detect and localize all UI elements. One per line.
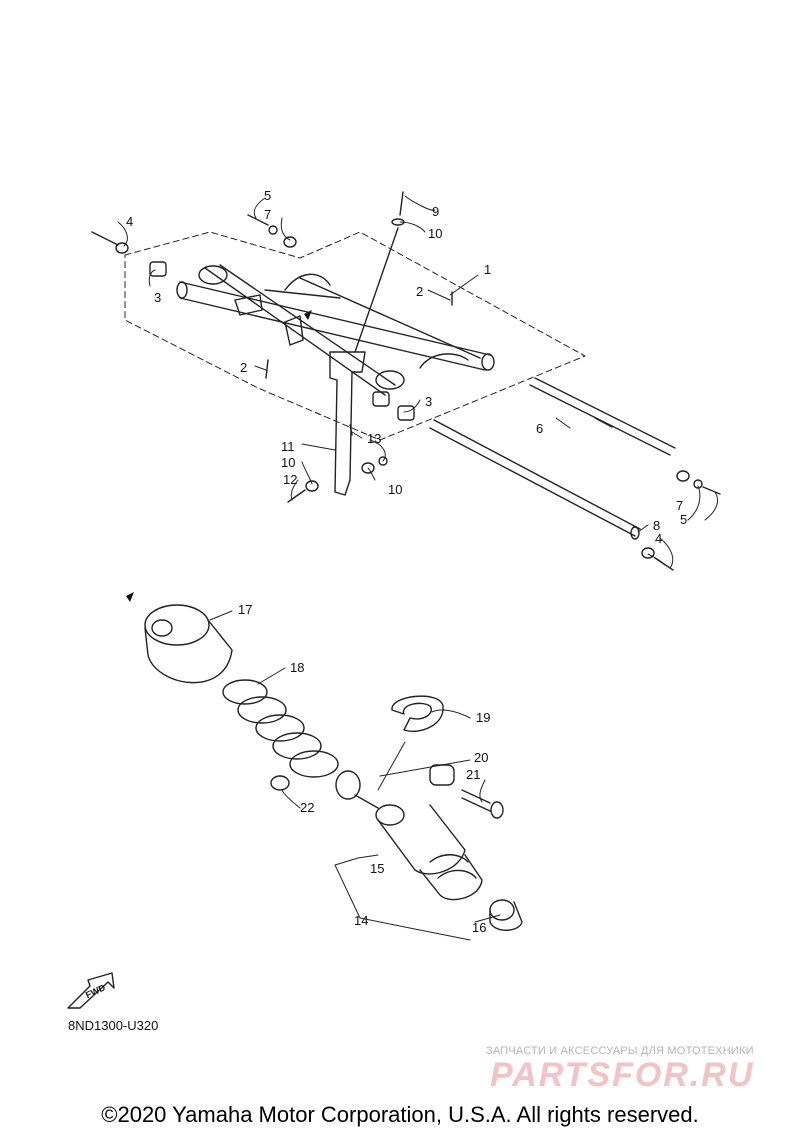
callout-15: 15 <box>370 861 384 876</box>
bushing-3c <box>372 391 390 407</box>
collar <box>429 764 455 786</box>
spring-seat <box>391 695 444 732</box>
coil-spring <box>222 679 339 778</box>
callout-22: 22 <box>300 800 314 815</box>
callout-6: 6 <box>536 421 543 436</box>
shaft-8 <box>429 419 641 540</box>
diagram-code: 8ND1300-U320 <box>68 1018 159 1033</box>
copyright-notice: ©2020 Yamaha Motor Corporation, U.S.A. A… <box>101 1102 699 1127</box>
shock-absorber-body <box>335 770 483 901</box>
callout-2: 2 <box>416 284 423 299</box>
rubber-stopper <box>144 604 233 684</box>
callout-11: 11 <box>281 439 295 454</box>
callout-3: 3 <box>154 290 161 305</box>
front-cross-tube <box>176 281 491 371</box>
callout-21: 21 <box>466 767 480 782</box>
callout-3b: 3 <box>425 394 432 409</box>
callout-13: 13 <box>367 431 381 446</box>
callout-2b: 2 <box>240 360 247 375</box>
callout-4: 4 <box>126 214 133 229</box>
callout-7b: 7 <box>676 498 683 513</box>
bushing-3a <box>149 261 167 277</box>
bracket <box>329 351 366 496</box>
watermark-tagline: ЗАПЧАСТИ И АКСЕССУАРЫ ДЛЯ МОТОТЕХНИКИ <box>486 1045 754 1057</box>
callout-4b: 4 <box>655 531 662 546</box>
callout-14: 14 <box>354 913 368 928</box>
callout-1: 1 <box>484 262 491 277</box>
swing-arm-frame <box>198 264 495 396</box>
callout-17: 17 <box>238 602 252 617</box>
callout-5: 5 <box>264 188 271 203</box>
callout-9: 9 <box>432 204 439 219</box>
pointer-arrow-icon-2 <box>126 592 134 602</box>
shock-bolt <box>461 789 504 819</box>
callout-20: 20 <box>474 750 488 765</box>
callout-16: 16 <box>472 920 486 935</box>
callout-8: 8 <box>653 518 660 533</box>
leader-lines <box>117 195 718 941</box>
nut <box>270 775 290 791</box>
bolts <box>91 191 721 571</box>
callout-18: 18 <box>290 660 304 675</box>
lower-bushing <box>489 899 523 931</box>
bushing-3b <box>397 405 415 421</box>
callout-12: 12 <box>283 472 297 487</box>
parts-diagram: 1 2 2 3 3 4 4 5 5 6 7 7 8 9 10 10 10 11 … <box>67 188 721 1009</box>
callout-5b: 5 <box>680 512 687 527</box>
callout-10b: 10 <box>281 455 295 470</box>
callout-10: 10 <box>428 226 442 241</box>
callout-7: 7 <box>264 207 271 222</box>
callout-10c: 10 <box>388 482 402 497</box>
callout-19: 19 <box>476 710 490 725</box>
fwd-arrow-icon <box>67 972 115 1009</box>
watermark-logo: PARTSFOR.RU <box>490 1056 755 1094</box>
shaft-6 <box>529 377 676 456</box>
assembly-outline <box>124 231 586 441</box>
pointer-arrow-icon <box>304 310 312 320</box>
